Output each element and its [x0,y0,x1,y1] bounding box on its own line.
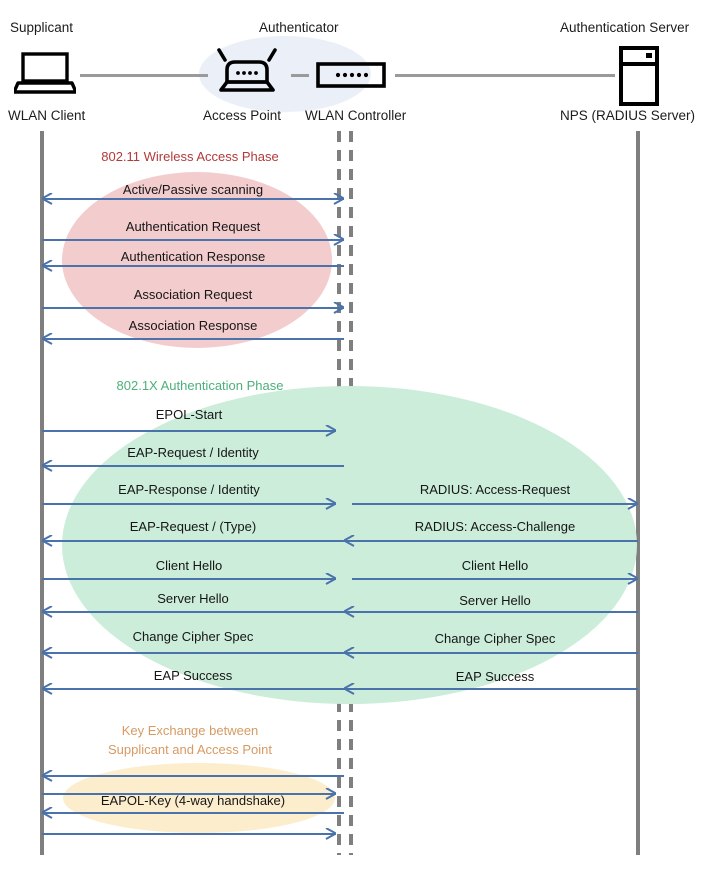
link-ap-controller [291,74,309,77]
message-label: EAP Success [153,668,233,683]
actor-name-wlan-client: WLAN Client [8,108,86,123]
message-label: Client Hello [461,558,529,573]
message-arrow [352,573,638,585]
wlan-controller-icon [316,62,386,93]
message-arrow [42,193,344,205]
access-point-icon [215,48,279,99]
message-label: Server Hello [459,593,531,608]
message-label: RADIUS: Access-Challenge [414,519,576,534]
message-label: Change Cipher Spec [434,631,556,646]
laptop-icon [12,52,78,99]
link-client-ap [80,74,208,77]
message-label: Association Response [128,318,258,333]
phase-caption-key-exchange: Key Exchange between Supplicant and Acce… [0,721,380,759]
message-label: Server Hello [157,591,229,606]
phase-caption-80211: 802.11 Wireless Access Phase [101,149,279,164]
message-label: EAP Success [455,669,535,684]
message-label: Change Cipher Spec [132,629,254,644]
lifeline-authentication-server [636,131,640,855]
phase-caption-8021x: 802.1X Authentication Phase [116,378,284,393]
message-arrow [42,807,344,819]
message-label: Active/Passive scanning [122,182,264,197]
message-label: Client Hello [155,558,223,573]
actor-role-authentication-server: Authentication Server [560,20,690,35]
message-arrow [42,828,336,840]
message-arrow [344,647,638,659]
message-arrow [42,234,344,246]
message-arrow [344,683,638,695]
message-arrow [42,683,344,695]
message-label: RADIUS: Access-Request [419,482,571,497]
message-arrow [42,606,344,618]
server-icon [618,46,660,111]
message-arrow [42,302,344,314]
message-arrow [42,647,344,659]
message-arrow [42,498,336,510]
actor-role-authenticator: Authenticator [259,20,339,35]
message-arrow [352,498,638,510]
actor-role-supplicant: Supplicant [10,20,74,35]
message-label: EAP-Response / Identity [118,482,260,497]
phase-caption-key-line1: Key Exchange between [121,723,259,738]
message-label: EAP-Request / (Type) [129,519,257,534]
message-arrow [42,535,344,547]
message-label: EAP-Request / Identity [127,445,259,460]
message-label: EPOL-Start [155,407,223,422]
actor-name-access-point: Access Point [203,108,282,123]
message-arrow [42,333,344,345]
message-arrow [344,535,638,547]
message-label: Association Request [133,287,253,302]
phase-caption-key-line2: Supplicant and Access Point [107,742,273,757]
message-arrow [42,573,336,585]
message-arrow [42,425,336,437]
phase-ellipse-8021x [62,386,637,704]
message-arrow [42,770,344,782]
message-arrow [42,788,336,800]
phase-ellipse-80211 [62,172,332,348]
message-arrow [42,460,344,472]
message-label: Authentication Request [125,219,261,234]
message-label: Authentication Response [120,249,266,264]
actor-name-wlan-controller: WLAN Controller [305,108,407,123]
message-label: EAPOL-Key (4-way handshake) [100,793,286,808]
link-controller-server [395,74,615,77]
message-arrow [42,260,344,272]
actor-name-nps-radius-server: NPS (RADIUS Server) [560,108,696,123]
message-arrow [344,606,638,618]
phase-ellipse-key-exchange [63,763,335,833]
lifeline-supplicant [40,131,44,855]
